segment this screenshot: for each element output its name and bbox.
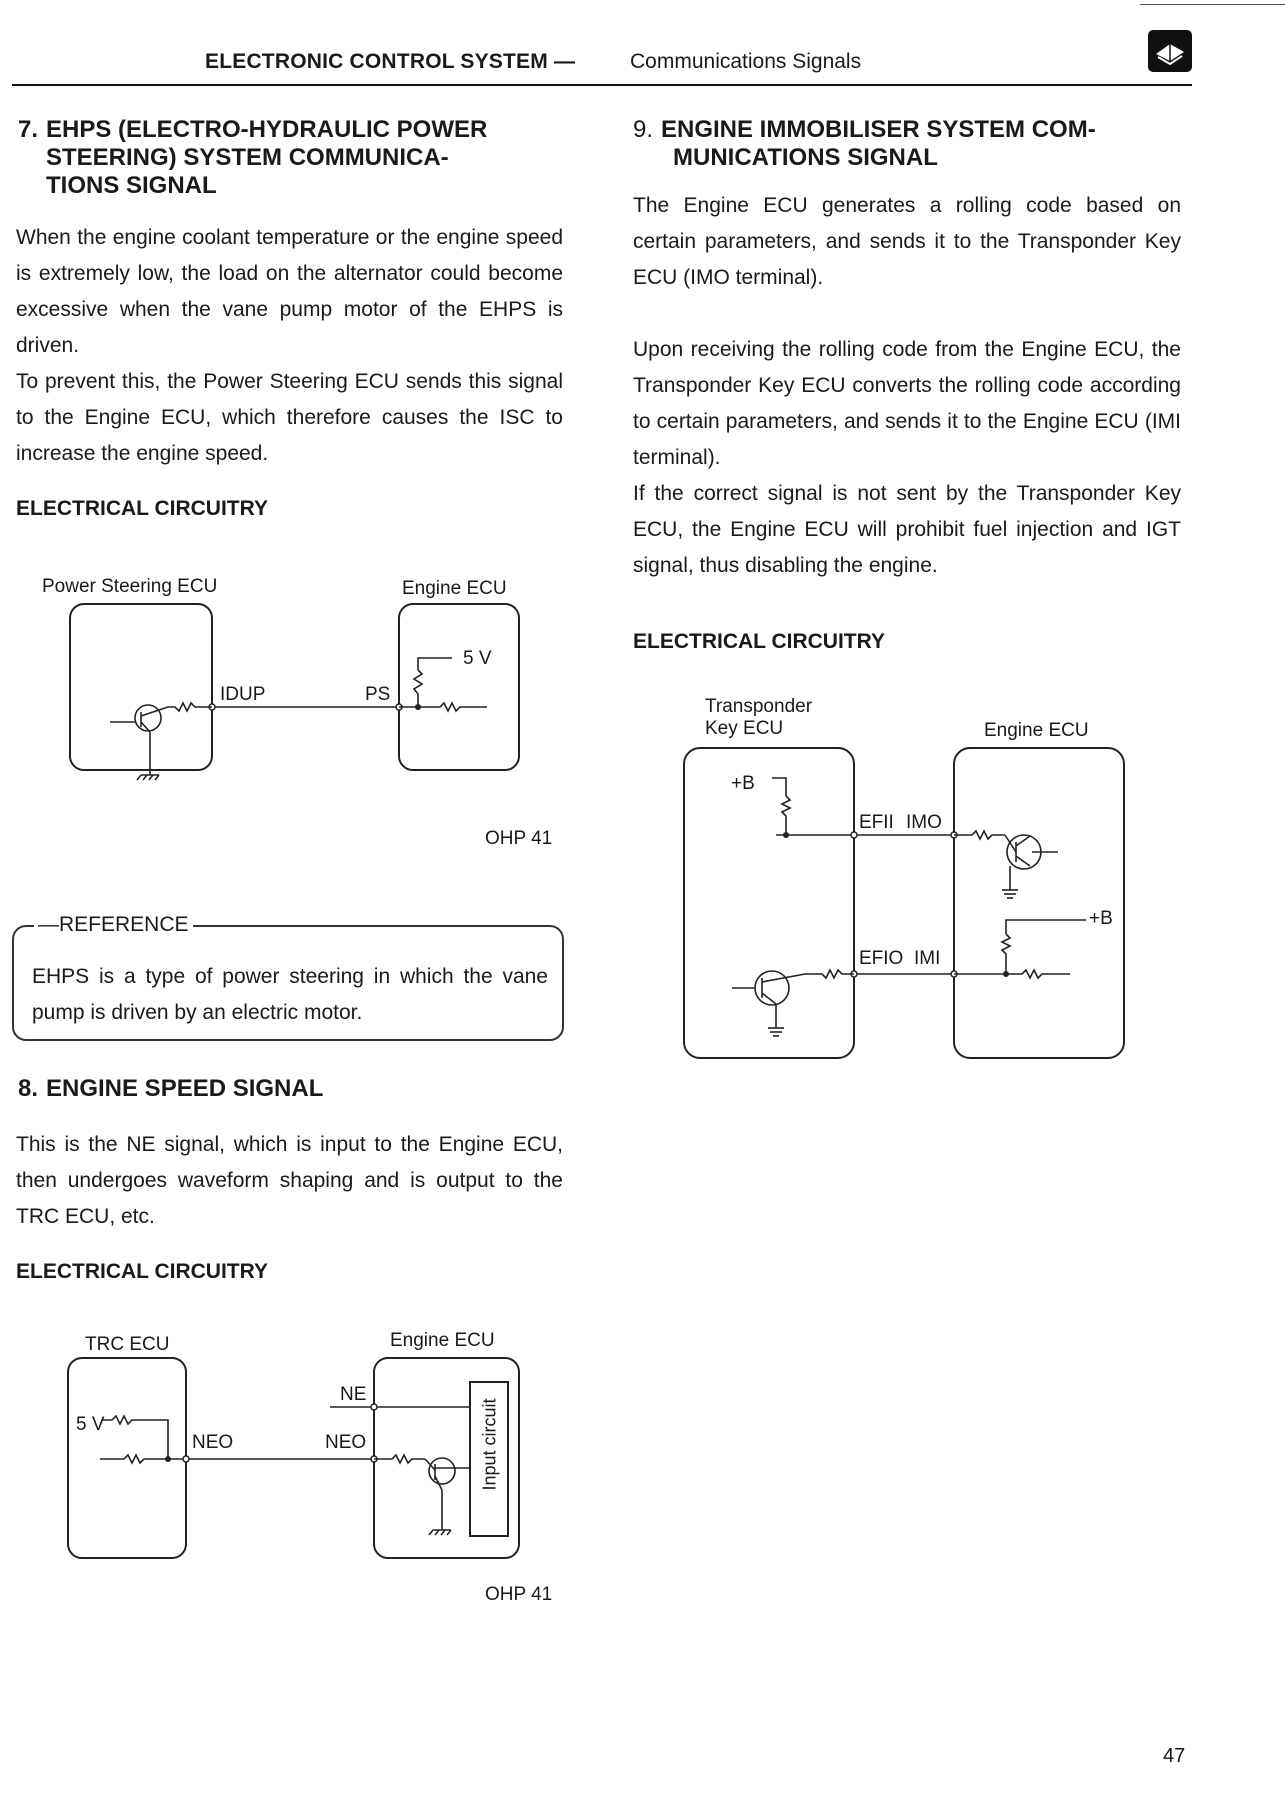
heading-line: EHPS (ELECTRO-HYDRAULIC POWER <box>46 116 488 143</box>
heading-line: MUNICATIONS SIGNAL <box>673 144 938 171</box>
voltage-label: 5 V <box>463 648 492 669</box>
header-title: ELECTRONIC CONTROL SYSTEM — <box>205 50 576 73</box>
paragraph: The Engine ECU generates a rolling code … <box>633 194 1181 289</box>
paragraph: To prevent this, the Power Steering ECU … <box>16 370 563 465</box>
circuitry-label: ELECTRICAL CIRCUITRY <box>16 1260 268 1283</box>
engine-speed-circuit-diagram: TRC ECU Engine ECU 5 V NEO NE NEO Input … <box>0 1320 600 1620</box>
efii-label: EFII <box>859 812 894 833</box>
paragraph: When the engine coolant temperature or t… <box>16 226 563 357</box>
section-8-body: This is the NE signal, which is input to… <box>16 1127 563 1235</box>
heading-line: ENGINE IMMOBILISER SYSTEM COM- <box>661 116 1096 143</box>
paragraph: Upon receiving the rolling code from the… <box>633 338 1181 469</box>
header-rule <box>12 84 1192 86</box>
header-subtitle: Communications Signals <box>630 50 862 73</box>
plus-b-right-label: +B <box>1089 908 1113 929</box>
section-number: 9. <box>633 116 654 143</box>
section-8-heading: 8. ENGINE SPEED SIGNAL <box>18 1075 323 1103</box>
idup-terminal-label: IDUP <box>220 684 266 705</box>
reference-title-text: REFERENCE <box>59 913 189 936</box>
section-9-heading: 9. ENGINE IMMOBILISER SYSTEM COM- MUNICAT… <box>633 116 1181 172</box>
power-steering-ecu-label: Power Steering ECU <box>42 576 218 597</box>
imi-label: IMI <box>914 948 941 969</box>
ohp-label: OHP 41 <box>485 828 553 849</box>
ohp-label: OHP 41 <box>485 1584 553 1605</box>
circuit-lines <box>67 1357 520 1559</box>
section-number: 8. <box>18 1075 39 1102</box>
engine-ecu-label: Engine ECU <box>402 578 507 599</box>
ps-terminal-label: PS <box>365 684 391 705</box>
efio-label: EFIO <box>859 948 904 969</box>
book-icon <box>1148 30 1192 72</box>
transponder-label: Transponder <box>705 696 813 717</box>
plus-b-left-label: +B <box>731 773 755 794</box>
reference-text: EHPS is a type of power steering in whic… <box>32 965 548 1024</box>
ne-terminal-label: NE <box>340 1384 367 1405</box>
section-7-heading: 7. EHPS (ELECTRO-HYDRAULIC POWER STEERING… <box>18 116 578 200</box>
circuit-lines <box>683 747 1125 1059</box>
heading-line: STEERING) SYSTEM COMMUNICA- <box>46 144 449 171</box>
heading-line: TIONS SIGNAL <box>46 172 217 199</box>
top-edge-line <box>1140 4 1285 5</box>
circuit-lines <box>69 603 520 781</box>
page-number: 47 <box>1163 1745 1186 1767</box>
ehps-circuit-diagram: Power Steering ECU Engine ECU 5 V IDUP P… <box>0 560 600 860</box>
paragraph: If the correct signal is not sent by the… <box>633 482 1181 577</box>
trc-ecu-label: TRC ECU <box>85 1334 170 1355</box>
reference-box: —REFERENCE EHPS is a type of power steer… <box>12 913 564 1041</box>
reference-title: —REFERENCE <box>34 913 193 937</box>
voltage-label: 5 V <box>76 1414 105 1435</box>
circuitry-label: ELECTRICAL CIRCUITRY <box>16 497 268 520</box>
immobiliser-circuit-diagram: Transponder Key ECU Engine ECU +B +B EFI… <box>600 690 1285 1090</box>
imo-label: IMO <box>906 812 942 833</box>
neo-terminal-label: NEO <box>192 1432 234 1453</box>
engine-ecu-label: Engine ECU <box>984 720 1089 741</box>
key-ecu-label: Key ECU <box>705 718 784 739</box>
paragraph: This is the NE signal, which is input to… <box>16 1133 563 1228</box>
section-number: 7. <box>18 116 39 143</box>
circuitry-label: ELECTRICAL CIRCUITRY <box>633 630 885 653</box>
section-7-body: When the engine coolant temperature or t… <box>16 220 563 472</box>
section-9-body: The Engine ECU generates a rolling code … <box>633 188 1181 584</box>
heading-line: ENGINE SPEED SIGNAL <box>46 1075 324 1102</box>
engine-ecu-label: Engine ECU <box>390 1330 495 1351</box>
neo-right-terminal-label: NEO <box>325 1432 367 1453</box>
